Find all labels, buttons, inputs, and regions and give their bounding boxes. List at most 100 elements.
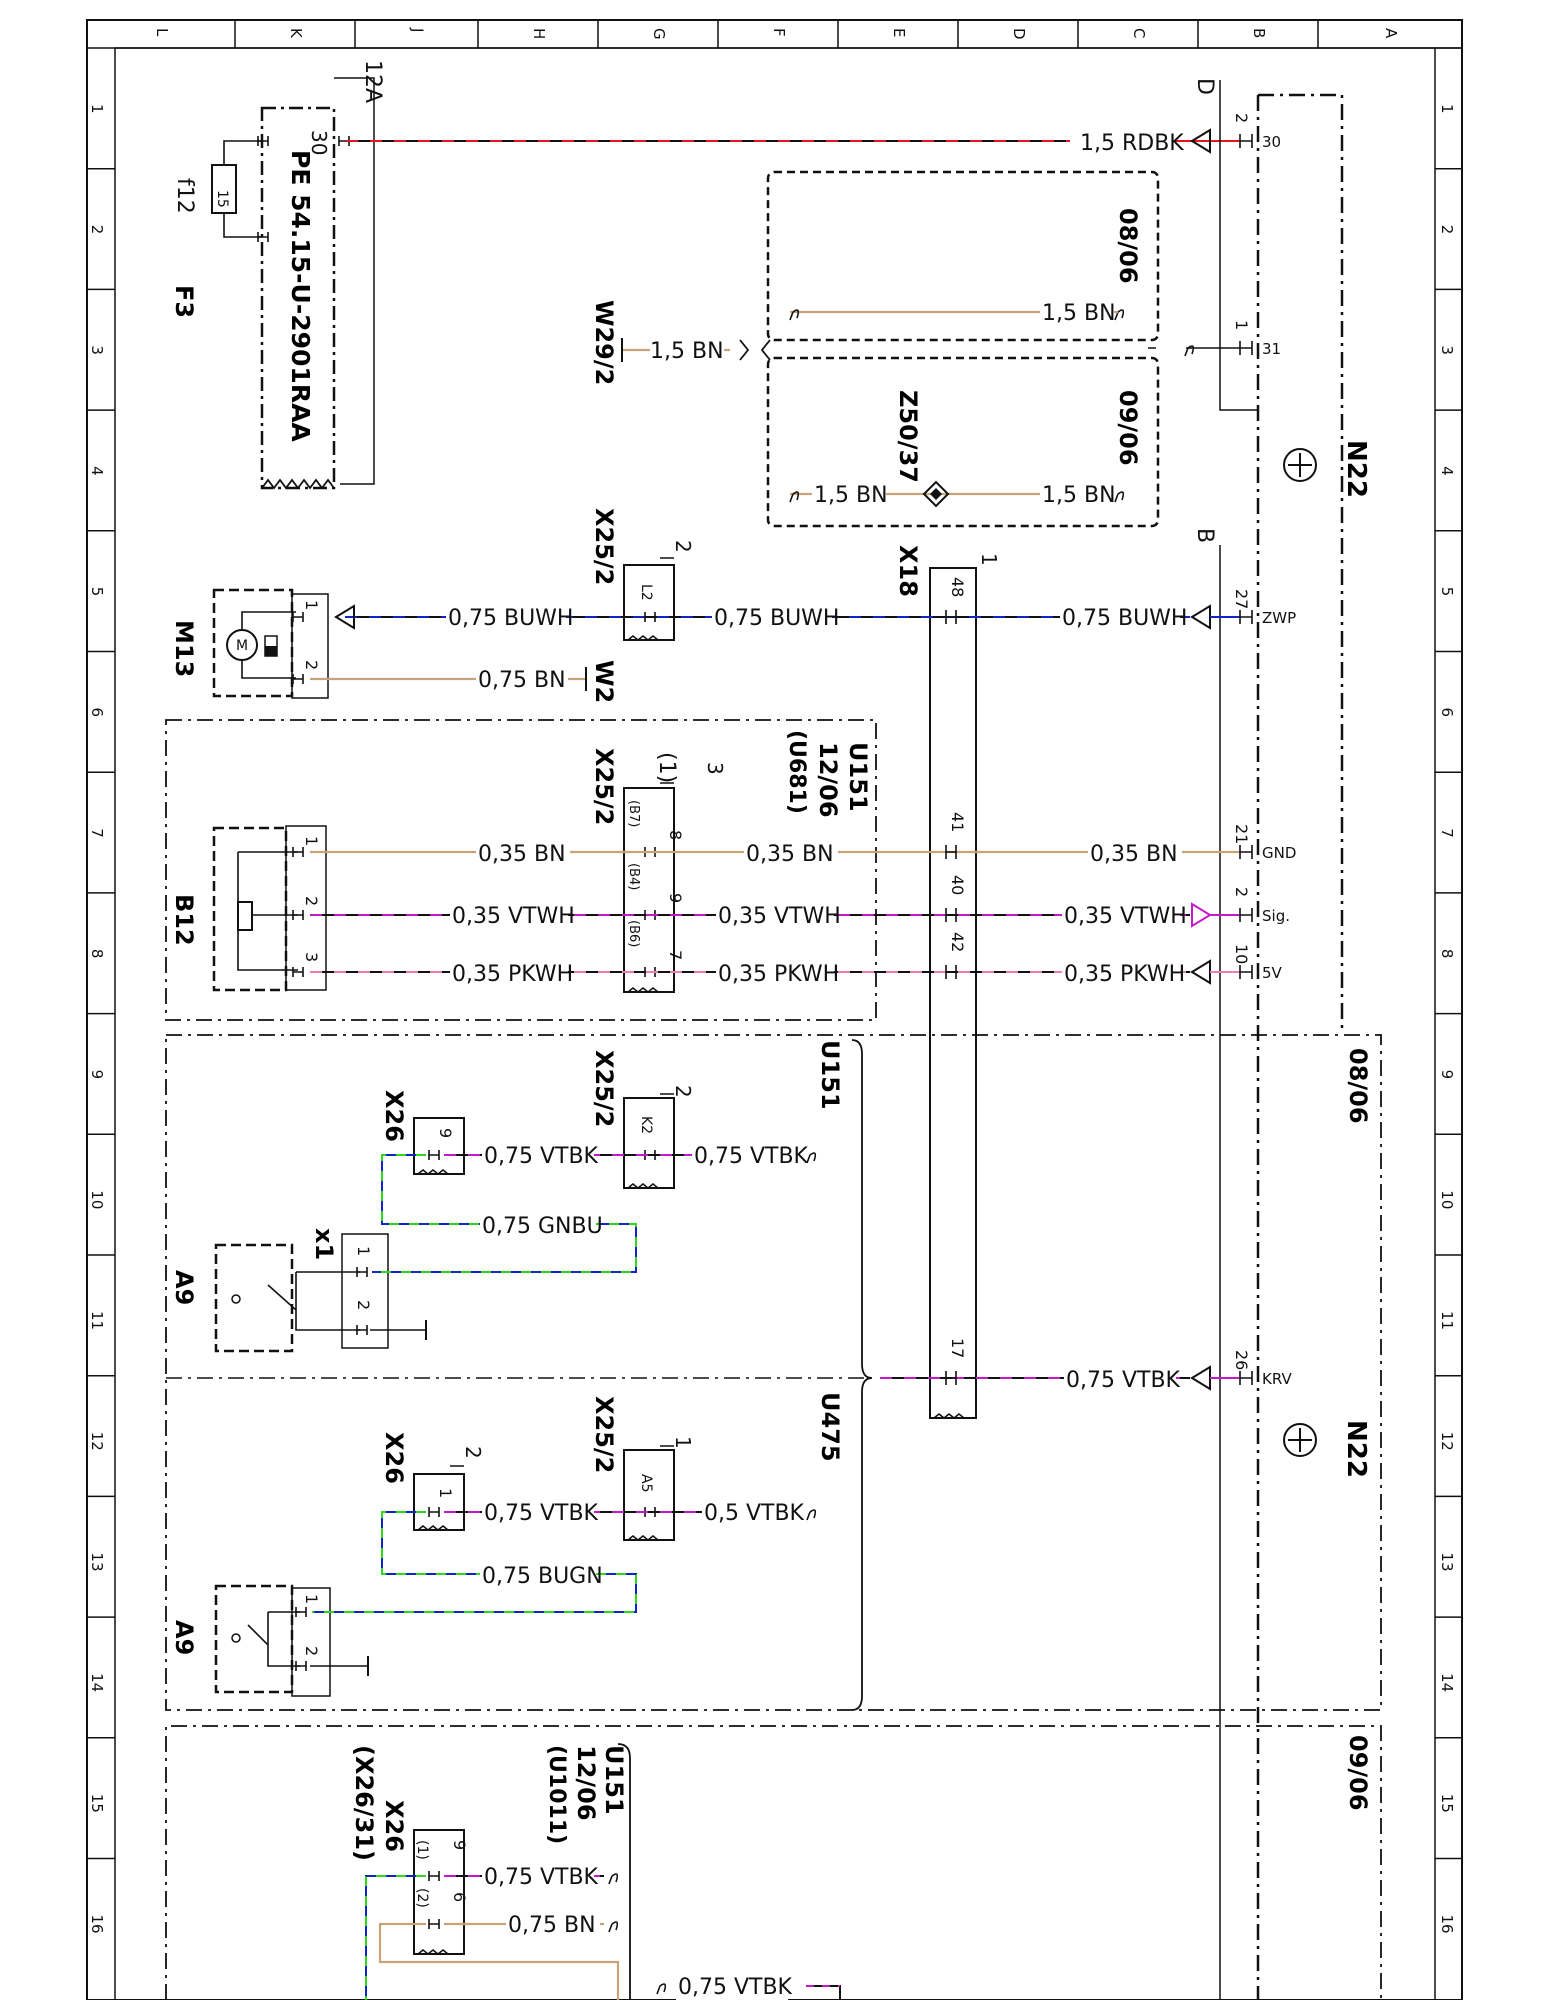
wire-vtbk-bottom-2: 0,75 VTBK	[656, 1972, 841, 2000]
ref-u475: U475	[816, 1392, 844, 1462]
b12-pin-number: 1	[302, 836, 321, 846]
x1-pin-number: 2	[354, 1300, 373, 1310]
x26-pin-number: 6	[450, 1892, 469, 1902]
row-label: 12	[1438, 1432, 1456, 1451]
row-label: 7	[1438, 828, 1456, 838]
row-label: 11	[1438, 1311, 1456, 1330]
ref-u151-a-code: (U681)	[784, 730, 809, 814]
n22-label-upper: N22	[1341, 440, 1371, 498]
column-label: J	[409, 27, 427, 32]
wire-label-vtwh-c: 0,35 VTWH	[1064, 904, 1187, 929]
svg-text:M: M	[236, 638, 248, 654]
n22-terminal-label: KRV	[1262, 1370, 1292, 1388]
ref-u151-a-date: 12/06	[814, 742, 842, 818]
connector-x25-2-a5: A5 1 X25/2	[590, 1396, 695, 1541]
row-label: 12	[88, 1432, 106, 1451]
row-label: 14	[88, 1673, 106, 1692]
column-label: E	[890, 28, 908, 37]
x26-alt-pin: (1)	[414, 1840, 430, 1860]
row-label: 1	[1438, 104, 1456, 114]
connector-x25-2-k2: K2 2 X25/2	[590, 1050, 695, 1189]
row-label: 16	[88, 1915, 106, 1934]
row-label: 11	[88, 1311, 106, 1330]
wire-label-vtwh-a: 0,35 VTWH	[452, 904, 575, 929]
wire-bn-bottom: 0,75 BN	[378, 1909, 620, 2000]
label-x26-upper: X26	[380, 1090, 408, 1142]
row-label: 10	[1438, 1190, 1456, 1209]
n22-region-b: B	[1192, 528, 1217, 543]
wire-label-bugn: 0,75 BUGN	[482, 1564, 603, 1589]
motor-m13: M M13	[170, 588, 329, 699]
row-label: 8	[88, 949, 106, 959]
x18-pin-number: 17	[948, 1338, 967, 1358]
n22-terminal-label: ZWP	[1262, 609, 1296, 627]
ref-0906-top: 09/06	[1114, 390, 1142, 466]
wire-vtwh: 0,35 VTWH 0,35 VTWH 0,35 VTWH	[310, 900, 1240, 930]
wire-label-buwh-a: 0,75 BUWH	[448, 606, 573, 631]
wire-label-bn-075: 0,75 BN	[478, 668, 566, 693]
x1-pin-number: 1	[354, 1246, 373, 1256]
fuse-block-f3: 15 f12 F3 30 12A PE 54.15-U-2901RAA	[170, 60, 385, 490]
option-block-u151-bottom: U151 12/06 (U1011) 09/06	[165, 1725, 1382, 2000]
wire-label-vtbk-05: 0,5 VTBK	[704, 1501, 805, 1526]
x25-2-alt-pin: (1)	[654, 752, 679, 783]
wire-label-vtbk-d: 0,75 VTBK	[484, 1865, 599, 1890]
x18-pin-number: 41	[948, 812, 967, 832]
ref-u151-c: U151	[600, 1745, 628, 1815]
row-label: 8	[1438, 949, 1456, 959]
wire-buwh: 0,75 BUWH 0,75 BUWH 0,75 BUWH	[335, 602, 1240, 632]
row-label: 3	[1438, 345, 1456, 355]
connector-x18: X18 1	[894, 545, 1001, 1419]
label-x26-31: (X26/31)	[350, 1745, 378, 1861]
x25-2-slot-label: (B7)	[626, 800, 641, 827]
x25-2-pin-number: 8	[666, 830, 685, 840]
n22-control-unit	[1219, 80, 1344, 2000]
row-label: 4	[1438, 466, 1456, 476]
label-x25-2-mid: X25/2	[590, 748, 618, 825]
row-label: 16	[1438, 1915, 1456, 1934]
label-w2: W2	[590, 660, 618, 703]
n22-pin-number: 1	[1232, 320, 1251, 330]
column-label: G	[650, 28, 668, 40]
fuse-label-f12: f12	[172, 178, 197, 214]
n22-pin-number: 10	[1232, 944, 1251, 964]
column-label: C	[1130, 28, 1148, 38]
wire-label-vtbk-b: 0,75 VTBK	[694, 1144, 809, 1169]
wire-label-buwh-b: 0,75 BUWH	[714, 606, 839, 631]
wire-label-bn-15-c: 1,5 BN	[814, 483, 888, 508]
n22-pin-number: 21	[1232, 824, 1251, 844]
x25-2-slot-label: (B4)	[626, 863, 641, 890]
column-label: L	[153, 28, 171, 37]
row-label: 9	[1438, 1070, 1456, 1080]
x18-pin-number: 42	[948, 932, 967, 952]
x18-pin-number: 48	[948, 577, 967, 597]
n22-label-lower: N22	[1341, 1420, 1371, 1478]
x26-pin-number: 1	[436, 1488, 455, 1498]
wire-label-bn-035-b: 0,35 BN	[746, 842, 834, 867]
wire-label-vtbk-c: 0,75 VTBK	[484, 1501, 599, 1526]
label-m13: M13	[170, 620, 198, 677]
column-label: H	[530, 28, 548, 39]
x25-2-pin: 2	[671, 1085, 695, 1098]
label-x26-bottom: X26	[380, 1800, 408, 1852]
fuse-box-id: 30	[307, 130, 331, 155]
n22-terminal-label: 31	[1262, 340, 1281, 358]
option-block-u151-u475: U151 U475 08/06	[165, 1034, 1382, 1711]
b12-pin-number: 2	[302, 896, 321, 906]
n22-pin-number: 2	[1232, 113, 1251, 123]
wire-label-bn-035-c: 0,35 BN	[1090, 842, 1178, 867]
ref-0906-right: 09/06	[1344, 1735, 1372, 1811]
connector-x26-lower: 2 X26	[380, 1432, 485, 1531]
x18-pin-number: 1	[977, 553, 1001, 566]
column-label: K	[287, 28, 305, 39]
row-label: 15	[88, 1794, 106, 1813]
label-a9-upper: A9	[170, 1270, 198, 1305]
fuse-box-part-number: PE 54.15-U-2901RAA	[286, 150, 315, 442]
connector-x26-upper: X26	[380, 1090, 465, 1175]
wire-rdbk: 1,5 RDBK	[346, 126, 1240, 156]
wire-label-pkwh-b: 0,35 PKWH	[718, 962, 839, 987]
row-label: 6	[1438, 708, 1456, 718]
